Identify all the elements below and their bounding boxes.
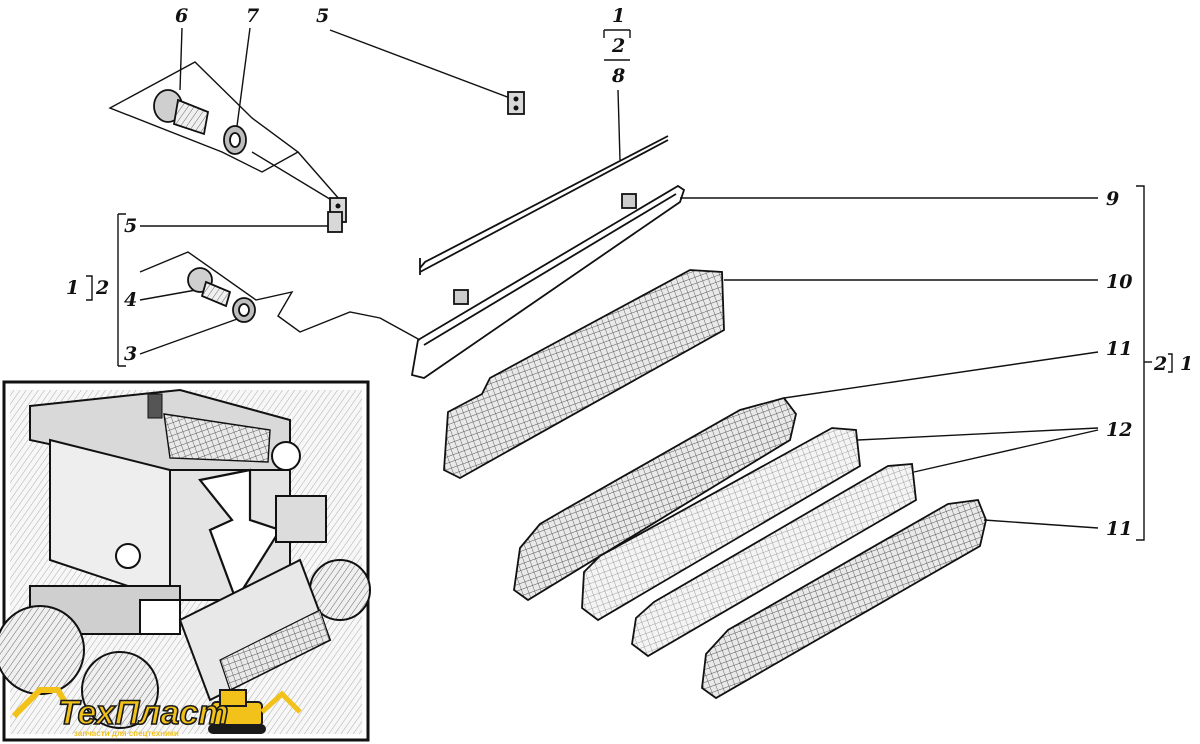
- bracket-left-inner: [86, 275, 93, 301]
- leader-6: [179, 27, 183, 91]
- filter-panel-10: [443, 269, 725, 480]
- wire-rod-icon: [419, 135, 669, 275]
- washer-icon: [232, 297, 256, 323]
- upper-fastener-group: 6 7: [108, 5, 347, 223]
- callout-2-left: 2: [95, 277, 109, 299]
- leader-11-lower: [983, 519, 1099, 529]
- callout-4-left: 4: [124, 289, 137, 311]
- callout-1-left: 1: [66, 277, 79, 299]
- callout-1-top: 1: [612, 5, 625, 27]
- pad-12-b: [631, 463, 917, 658]
- callout-11-upper: 11: [1106, 338, 1132, 360]
- logo-name: ТехПласт: [58, 694, 229, 732]
- frame-outline: [410, 184, 686, 379]
- bolt-icon: [153, 89, 210, 136]
- leader-12-b: [913, 429, 1099, 473]
- leader-3: [139, 317, 241, 355]
- leader-to-clip-upper-b: [297, 151, 341, 201]
- excavator-logo-icon: [11, 687, 302, 734]
- leader-4: [139, 289, 197, 301]
- callout-2-top: 2: [611, 35, 625, 57]
- logo-tagline: запчасти для спецтехники: [74, 729, 179, 738]
- callout-6: 6: [175, 5, 188, 27]
- airflow-arrow-icon: [198, 468, 282, 603]
- group-outline-lower: [139, 251, 421, 341]
- bracket-left: [117, 213, 126, 367]
- bracket-right: [1136, 185, 1145, 541]
- washer-icon: [223, 125, 247, 155]
- callout-1-right: 1: [1180, 353, 1193, 375]
- bolt-icon: [187, 267, 232, 308]
- wire-rod-upper: [419, 135, 669, 269]
- inset-loader-illustration: ТехПласт запчасти для спецтехники: [0, 380, 371, 742]
- leader-12-a: [857, 427, 1099, 441]
- frame-clip-upper: [621, 193, 637, 209]
- top-clip-group: 5: [316, 5, 525, 115]
- clip-icon: [507, 91, 525, 115]
- rod-callout-stack: 1 2 8: [603, 5, 631, 161]
- bracket-right-inner: [1168, 353, 1173, 373]
- callout-12: 12: [1106, 419, 1132, 441]
- filter-panel-icon: 10: [443, 269, 1132, 480]
- seal-panel-upper: 11: [513, 338, 1132, 602]
- callout-7: 7: [246, 5, 259, 27]
- callout-5-top: 5: [316, 5, 329, 27]
- callout-11-lower: 11: [1106, 518, 1132, 540]
- leader-11-upper: [783, 351, 1099, 399]
- wire-rod-lower: [419, 139, 669, 273]
- clip-icon: [327, 211, 343, 233]
- callout-8-top: 8: [611, 65, 625, 87]
- callout-5-left: 5: [124, 215, 137, 237]
- seal-panel-lower: 11: [701, 499, 1132, 700]
- seal-panel-11-upper: [513, 396, 797, 602]
- lower-fastener-group: 5 1 2 4 3: [66, 211, 421, 367]
- leader-5-top: [329, 29, 511, 99]
- callout-2-right: 2: [1153, 353, 1167, 375]
- right-brackets: 2 1: [1136, 185, 1193, 541]
- frame-inner: [423, 193, 677, 346]
- bracket-top-1: [603, 29, 631, 38]
- frame-clip-lower: [453, 289, 469, 305]
- callout-9: 9: [1106, 188, 1119, 210]
- leader-7: [236, 27, 251, 127]
- callout-3-left: 3: [124, 343, 137, 365]
- loader-cab-icon: [0, 388, 371, 734]
- callout-10: 10: [1106, 271, 1132, 293]
- leader-to-clip-upper-a: [251, 151, 339, 205]
- pad-12-a: [581, 427, 861, 622]
- frame-icon: 9: [410, 184, 1119, 379]
- leader-8: [617, 89, 621, 161]
- pad-panels: 12: [581, 419, 1132, 658]
